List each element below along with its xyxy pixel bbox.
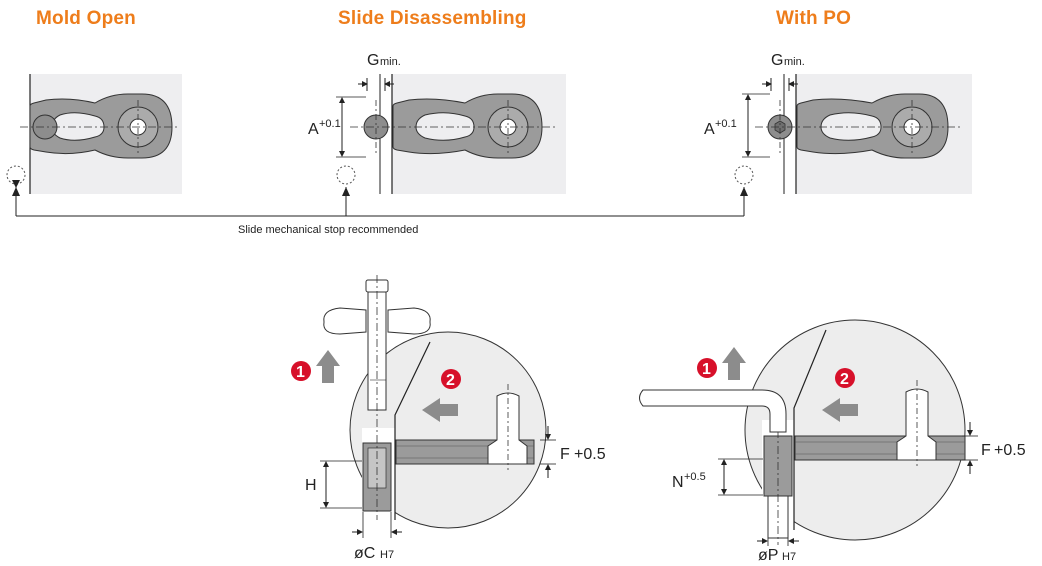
slide-disassembling-connector — [392, 93, 543, 159]
with-po-connector — [796, 93, 949, 159]
mechanical-stop-bracket — [12, 180, 748, 217]
n-label: N — [672, 474, 684, 491]
h-label: H — [305, 477, 317, 494]
mechanical-stop-circle — [6, 165, 26, 185]
step-2-badge-right: 2 — [840, 371, 849, 388]
g-min-sub-2: min. — [784, 56, 805, 68]
c-label: øC — [354, 545, 375, 562]
mold-open-view — [6, 74, 182, 194]
g-min-sub-1: min. — [380, 56, 401, 68]
slide-disassembling-view — [336, 74, 566, 194]
f-tol-left: +0.5 — [574, 446, 606, 463]
a-tol-1: +0.1 — [319, 118, 341, 130]
g-min-label-1: G — [367, 52, 379, 69]
detail-circle-left — [349, 331, 547, 529]
f-label-left: F — [560, 446, 570, 463]
with-po-view — [734, 74, 972, 194]
a-tol-2: +0.1 — [715, 118, 737, 130]
step-1-badge-left: 1 — [296, 364, 305, 381]
title-slide-disassembling: Slide Disassembling — [338, 8, 527, 29]
f-label-right: F — [981, 442, 991, 459]
c-tol: H7 — [380, 549, 394, 561]
g-min-label-2: G — [771, 52, 783, 69]
step-1-badge-right: 1 — [702, 361, 711, 378]
n-tol: +0.5 — [684, 471, 706, 483]
mechanical-stop-circle — [336, 165, 356, 185]
detail-circle-right — [744, 319, 966, 541]
f-tol-right: +0.5 — [994, 442, 1026, 459]
detail-view-right: 1 2 — [639, 319, 978, 546]
p-tol: H7 — [782, 551, 796, 563]
mechanical-stop-note: Slide mechanical stop recommended — [238, 224, 418, 236]
mold-open-connector — [29, 93, 173, 159]
step-2-badge-left: 2 — [446, 372, 455, 389]
mechanical-stop-circle — [734, 165, 754, 185]
title-mold-open: Mold Open — [36, 8, 136, 29]
p-label: øP — [758, 547, 778, 564]
a-label-2: A — [704, 121, 715, 138]
detail-view-left: 1 2 — [291, 275, 556, 538]
title-with-po: With PO — [776, 8, 852, 29]
a-label-1: A — [308, 121, 319, 138]
